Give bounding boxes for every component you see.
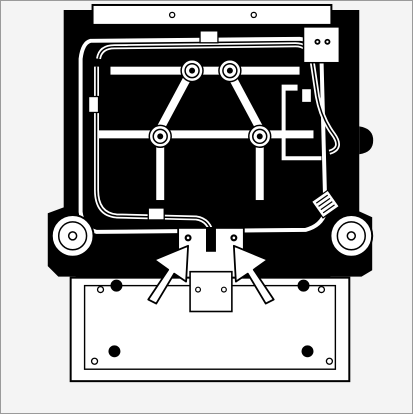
nut-icon: [180, 58, 204, 83]
screw-icon: [195, 286, 202, 293]
nut-icon: [218, 58, 242, 83]
cable-clip: [199, 30, 219, 44]
screw-icon: [90, 357, 99, 365]
terminal-box: [302, 26, 341, 64]
screw-icon: [317, 285, 326, 294]
side-bracket: [281, 84, 322, 161]
mounting-nuts: [148, 58, 272, 149]
screw-icon: [250, 11, 258, 19]
top-tab: [91, 3, 333, 26]
nut-icon: [148, 124, 172, 149]
vent-grille: [310, 189, 341, 219]
screw-icon: [220, 286, 227, 293]
cable-clip: [147, 207, 165, 221]
foot-hole: [110, 279, 123, 292]
screw-icon: [325, 357, 334, 365]
cable-clip: [87, 95, 100, 114]
up-left-arrow-icon: [232, 244, 275, 305]
plate-rail: [110, 66, 300, 75]
right-foot: [329, 213, 374, 258]
foot-hole: [297, 279, 310, 292]
screw-icon: [96, 285, 105, 294]
nut-icon: [248, 124, 272, 149]
foot-hole: [301, 345, 314, 358]
cable-clip: [300, 87, 313, 104]
left-foot: [50, 213, 95, 258]
lock-plate: [189, 270, 233, 313]
plate-rail: [96, 130, 314, 139]
foot-hole: [108, 345, 121, 358]
plate-post: [156, 138, 165, 201]
plate-post: [255, 138, 264, 201]
screw-icon: [168, 11, 176, 19]
up-right-arrow-icon: [147, 244, 189, 305]
cable-bump: [359, 126, 374, 155]
